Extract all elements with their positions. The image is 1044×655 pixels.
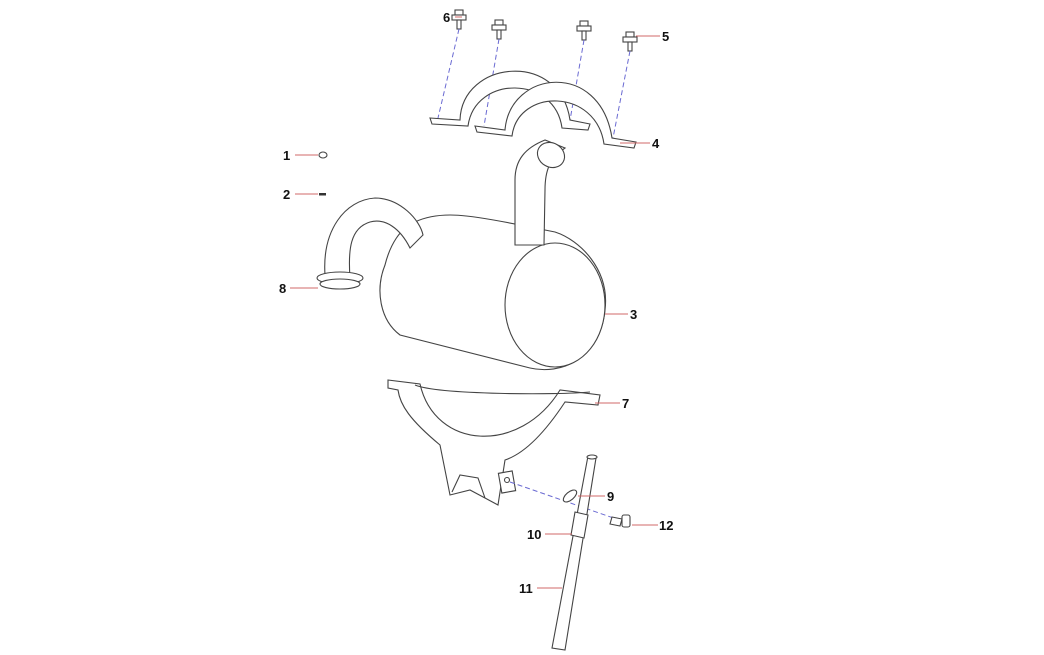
callout-4: 4 <box>652 136 660 151</box>
nut-1 <box>318 151 328 159</box>
bolt-5 <box>612 31 638 139</box>
muffler <box>316 139 607 371</box>
callout-1: 1 <box>283 148 290 163</box>
washer-2 <box>319 193 326 196</box>
strap-clamps <box>429 70 637 149</box>
callout-12: 12 <box>659 518 673 533</box>
callout-7: 7 <box>622 396 629 411</box>
callout-9: 9 <box>607 489 614 504</box>
callout-3: 3 <box>630 307 637 322</box>
callout-5: 5 <box>662 29 669 44</box>
bracket <box>387 379 626 523</box>
callout-6: 6 <box>443 10 450 25</box>
callout-2: 2 <box>283 187 290 202</box>
tail-pipe <box>551 454 631 651</box>
callout-11: 11 <box>519 581 533 596</box>
leader-lines <box>290 16 660 589</box>
callout-10: 10 <box>527 527 541 542</box>
bolt-6 <box>437 9 467 119</box>
callout-8: 8 <box>279 281 286 296</box>
bolt-b <box>568 20 592 127</box>
